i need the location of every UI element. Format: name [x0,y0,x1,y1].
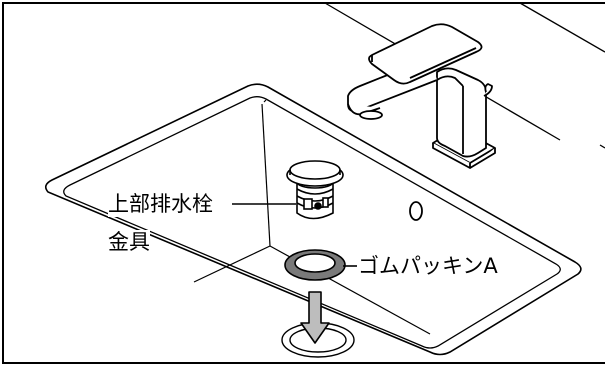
leader-lines [232,203,357,267]
basin-rim-inner [63,96,561,349]
faucet [347,23,496,169]
drain-fitting-label-line1: 上部排水栓 [108,192,213,217]
rubber-packing-ring [284,249,346,281]
drain-fitting-label-line2: 金具 [108,230,150,255]
upper-drain-fitting [286,160,344,220]
overflow-hole [409,201,423,221]
rubber-packing-label: ゴムパッキンA [358,254,498,279]
down-arrow-icon [300,291,330,344]
